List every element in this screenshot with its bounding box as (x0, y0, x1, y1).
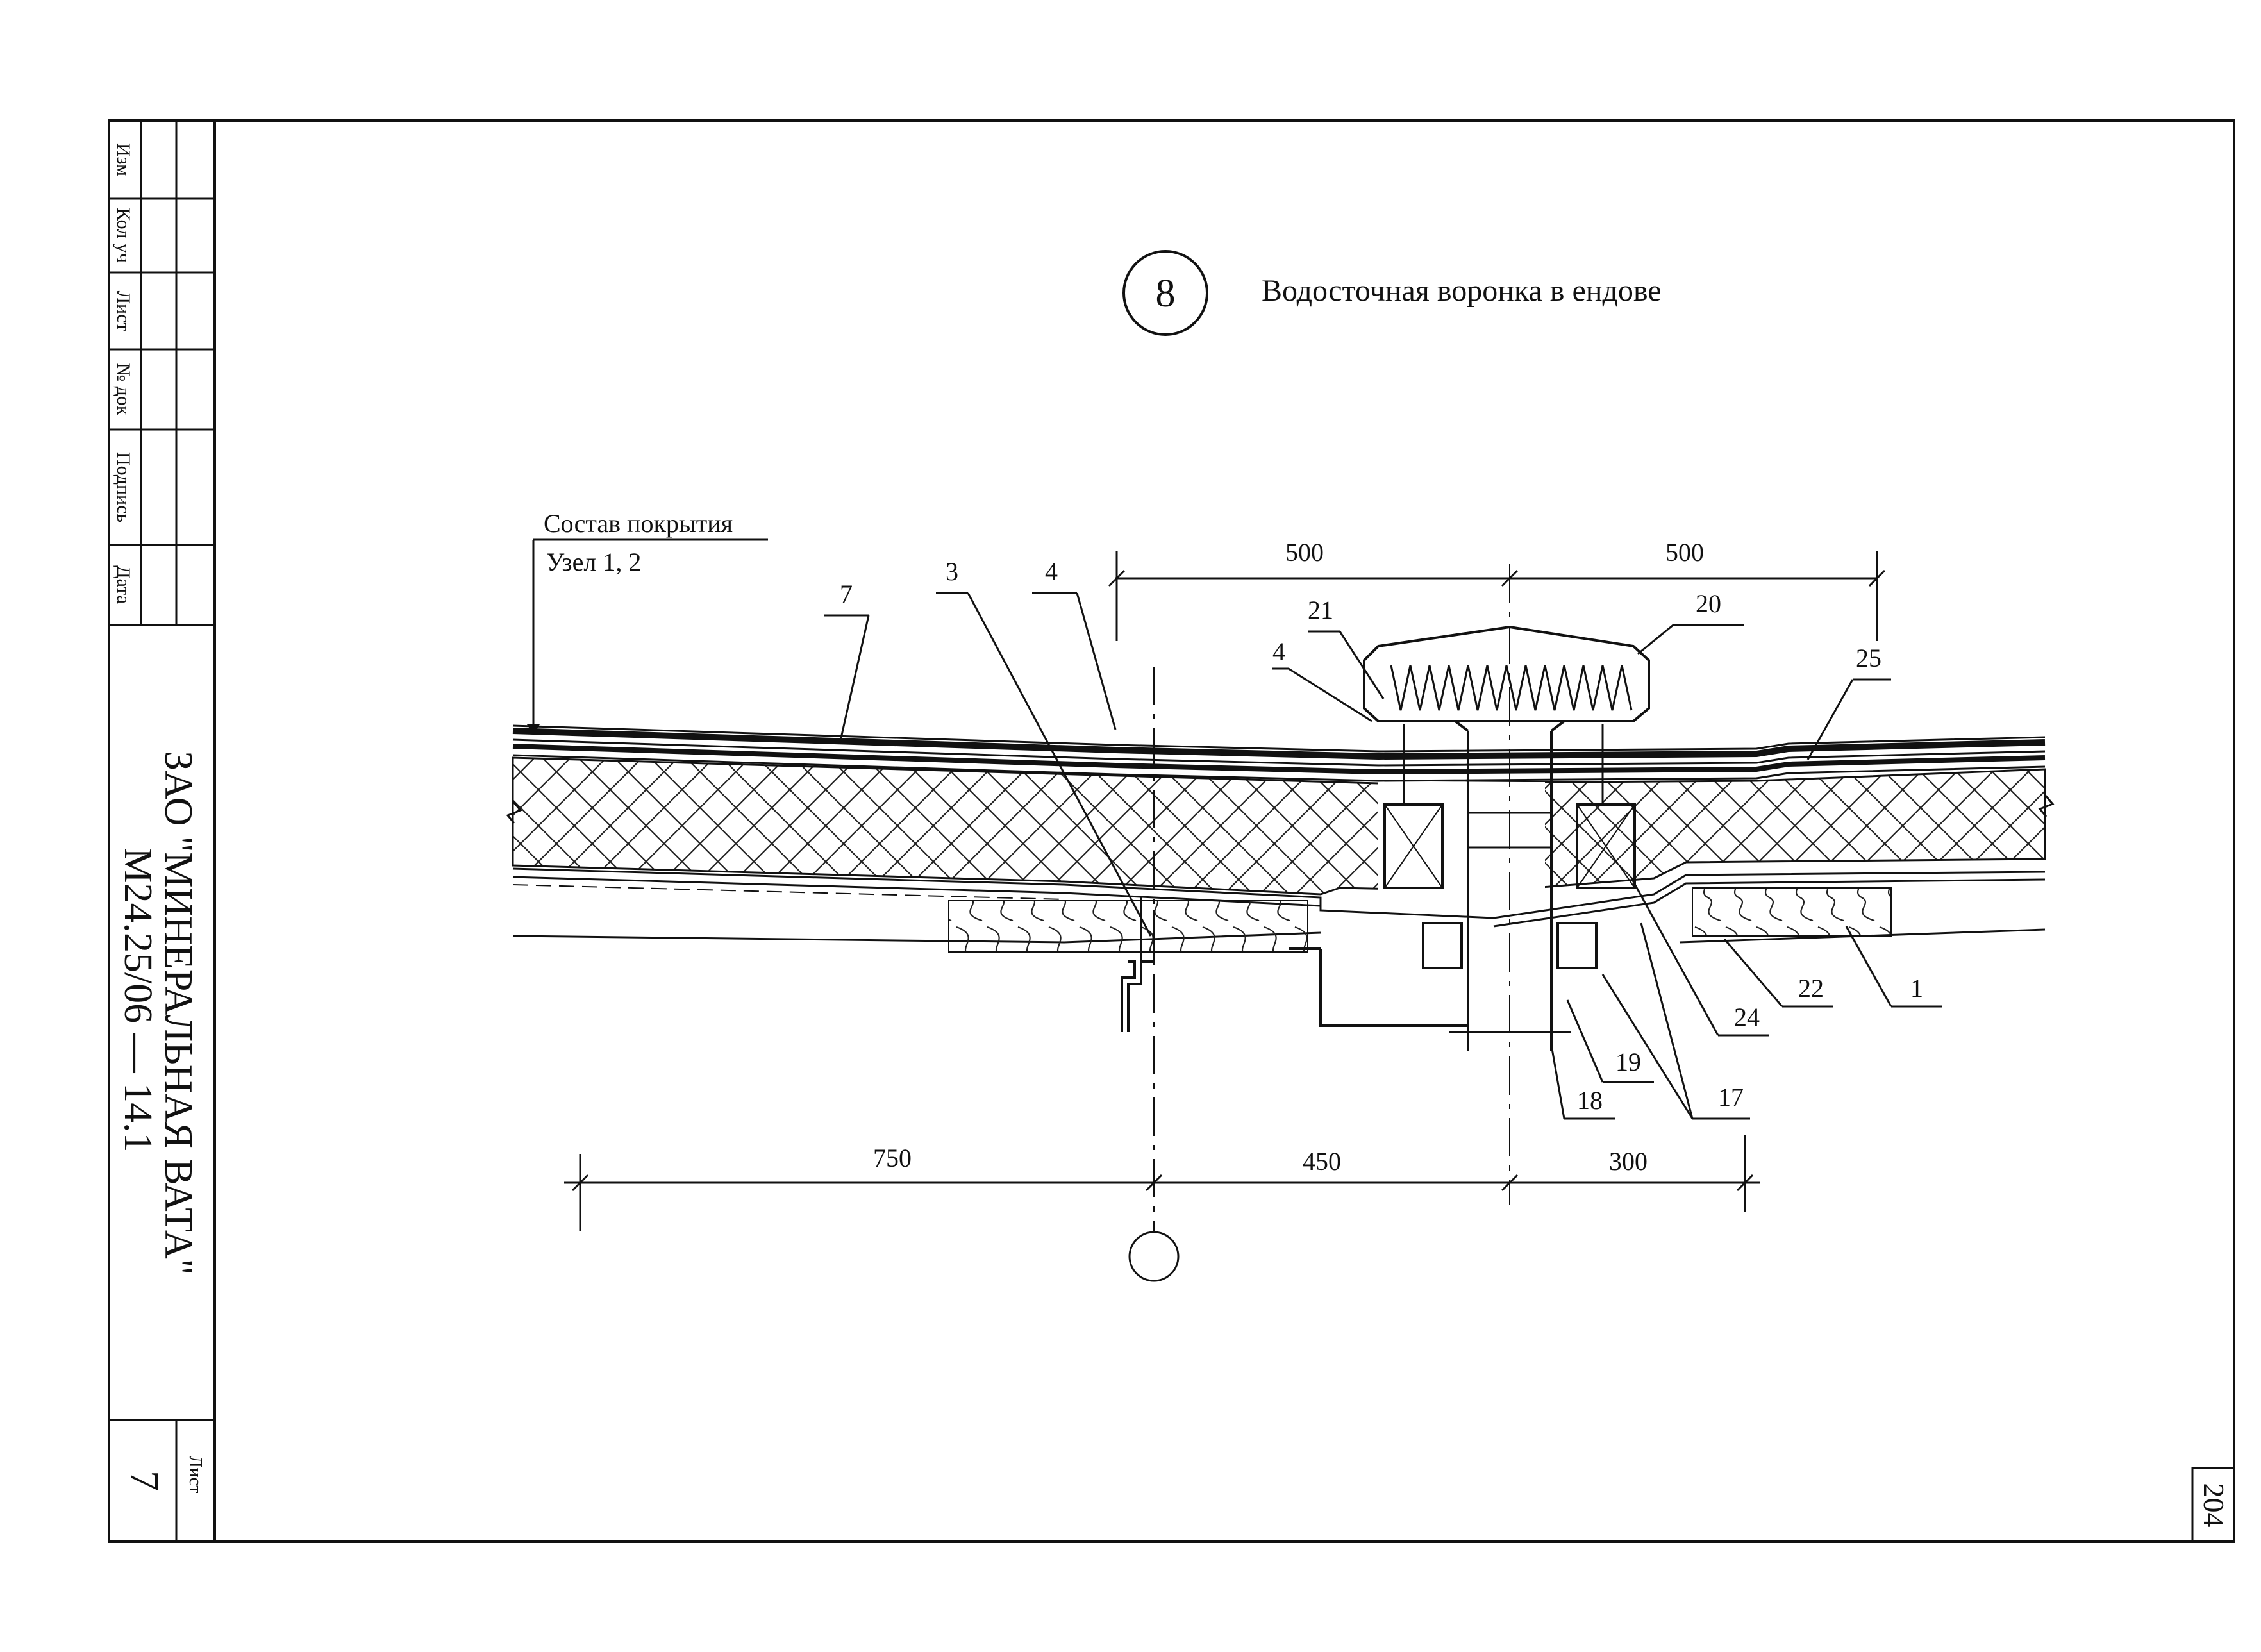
stamp-header-izm: Изм (113, 143, 134, 176)
stamp-header-signature: Подпись (113, 452, 134, 522)
stamp-doc-code: М24.25/06 — 14.1 (116, 847, 160, 1152)
left-stamp (109, 121, 215, 1542)
dim-top-right: 500 (1665, 538, 1704, 567)
sheet-frame (108, 119, 2235, 1543)
detail-number-circle (1122, 250, 1208, 336)
dim-bottom-750: 750 (873, 1144, 912, 1172)
callout-3: 3 (946, 557, 958, 586)
stamp-header-kol-uch: Кол уч (113, 208, 134, 263)
callout-17: 17 (1718, 1083, 1744, 1112)
dim-bottom-300: 300 (1609, 1147, 1648, 1176)
stamp-sheet-label: Лист (185, 1456, 205, 1494)
callout-leaders (824, 592, 1942, 1120)
stamp-header-date: Дата (113, 565, 134, 604)
callout-22: 22 (1798, 974, 1824, 1003)
page-number: 204 (2198, 1483, 2230, 1528)
stamp-header-list: Лист (113, 291, 134, 331)
detail-title: Водосточная воронка в ендове (1262, 274, 1662, 308)
callout-19: 19 (1615, 1047, 1641, 1076)
callout-1: 1 (1910, 974, 1923, 1003)
axis-bubble (1128, 1231, 1180, 1282)
roof-composition-label: Состав покрытия (544, 509, 733, 538)
roof-composition-ref: Узел 1, 2 (546, 547, 641, 576)
detail-number: 8 (1156, 272, 1176, 315)
callout-24: 24 (1734, 1003, 1760, 1031)
dim-top-left: 500 (1285, 538, 1324, 567)
stamp-sheet-number: 7 (122, 1471, 168, 1491)
page-number-box (2191, 1467, 2235, 1543)
callout-4-right: 4 (1272, 637, 1285, 666)
callout-25: 25 (1856, 644, 1881, 672)
dimension-top (1108, 551, 1886, 641)
stamp-header-doc: № док (113, 363, 134, 415)
callout-18: 18 (1577, 1086, 1603, 1115)
callout-4-left: 4 (1045, 557, 1058, 586)
callout-7: 7 (840, 580, 853, 608)
stamp-company: ЗАО "МИНЕРАЛЬНАЯ ВАТА" (156, 751, 200, 1275)
callout-21: 21 (1308, 596, 1333, 624)
dim-bottom-450: 450 (1303, 1147, 1341, 1176)
dimension-bottom (564, 1135, 1760, 1231)
roof-section (506, 724, 2055, 953)
callout-20: 20 (1696, 589, 1721, 618)
